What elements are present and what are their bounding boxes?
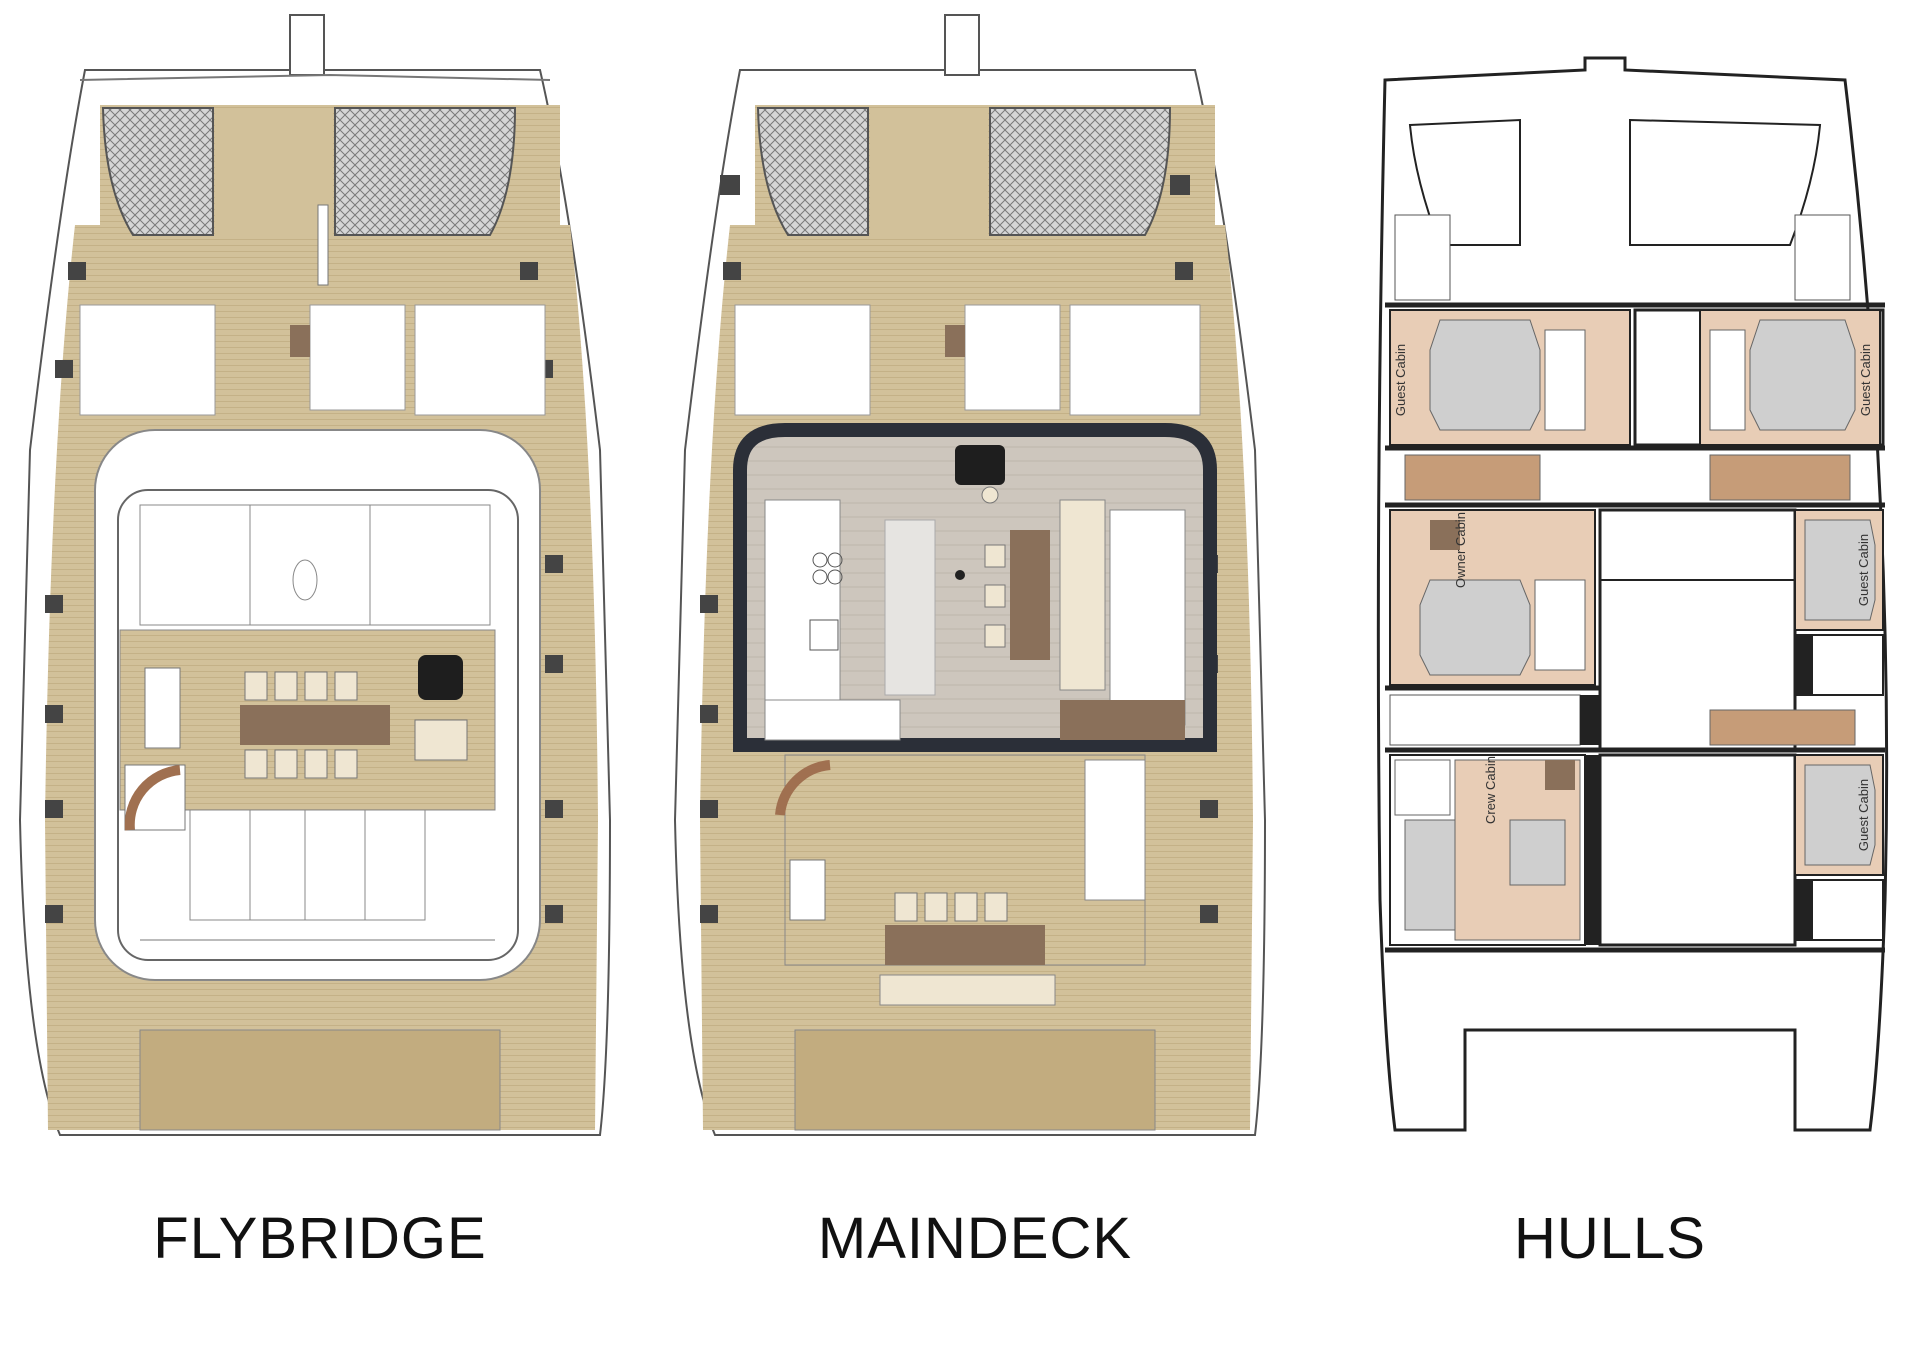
- galley-island: [884, 519, 936, 696]
- guest-cabin-stbd-mid-label: Guest Cabin: [1856, 534, 1871, 606]
- guest-cabin-stbd-fwd-label: Guest Cabin: [1858, 344, 1873, 416]
- maindeck-aft-platform: [794, 1029, 1156, 1131]
- flybridge-drawing: [18, 14, 612, 1136]
- maindeck-plan: MAINDECK: [655, 0, 1295, 1347]
- maindeck-helm: [955, 445, 1005, 485]
- hulls-plan: Guest Cabin Guest Cabin Owner Cabin Gues…: [1290, 0, 1920, 1347]
- owner-cabin-label: Owner Cabin: [1453, 512, 1468, 588]
- flybridge-title: FLYBRIDGE: [153, 1206, 487, 1271]
- guest-cabin-stbd-aft-label: Guest Cabin: [1856, 779, 1871, 851]
- starboard-trampoline: [334, 107, 517, 236]
- guest-cabin-port-fwd-label: Guest Cabin: [1393, 344, 1408, 416]
- aft-dining-table: [885, 925, 1045, 965]
- flybridge-dining-table: [240, 705, 390, 745]
- maindeck-spiral-stair: [775, 760, 831, 816]
- port-trampoline: [101, 107, 214, 236]
- flybridge-spiral-stair: [124, 765, 181, 831]
- maindeck-title: MAINDECK: [817, 1206, 1133, 1271]
- bow-sprit: [289, 14, 325, 76]
- hulls-drawing: Guest Cabin Guest Cabin Owner Cabin Gues…: [1376, 56, 1889, 1132]
- maindeck-port-trampoline: [756, 107, 869, 236]
- hulls-title: HULLS: [1514, 1206, 1706, 1271]
- helm-station: [418, 655, 463, 700]
- flybridge-plan: FLYBRIDGE: [0, 0, 640, 1347]
- saloon-table: [1010, 530, 1050, 660]
- crew-cabin-label: Crew Cabin: [1483, 756, 1498, 824]
- flybridge-aft-platform: [139, 1029, 501, 1131]
- maindeck-drawing: [673, 14, 1267, 1136]
- maindeck-starboard-trampoline: [989, 107, 1172, 236]
- saloon-sofa: [1059, 499, 1106, 691]
